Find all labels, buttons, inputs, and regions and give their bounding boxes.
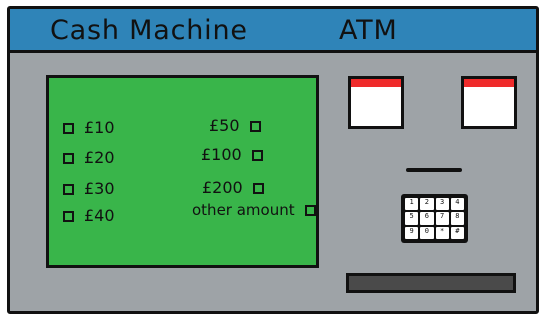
keypad-key[interactable]: 1: [405, 198, 418, 210]
option-label: £10: [84, 120, 115, 136]
keypad-key[interactable]: 7: [436, 212, 449, 224]
option-label: other amount: [192, 203, 295, 217]
option-label: £30: [84, 181, 115, 197]
keypad-icon: 1 2 3 4 5 6 7 8 9 0 * #: [401, 194, 468, 243]
option-checkbox[interactable]: [253, 183, 264, 194]
option-40[interactable]: £40: [63, 208, 115, 224]
keypad-key[interactable]: 8: [451, 212, 464, 224]
keypad-key[interactable]: 6: [420, 212, 433, 224]
option-50[interactable]: £50: [209, 118, 261, 134]
option-label: £200: [202, 180, 243, 196]
option-30[interactable]: £30: [63, 181, 115, 197]
keypad-key[interactable]: 2: [420, 198, 433, 210]
atm-title-left: Cash Machine: [50, 16, 248, 46]
keypad-key[interactable]: 0: [420, 227, 433, 239]
option-label: £40: [84, 208, 115, 224]
option-100[interactable]: £100: [201, 147, 263, 163]
atm-title-right: ATM: [339, 16, 398, 46]
option-200[interactable]: £200: [202, 180, 264, 196]
option-10[interactable]: £10: [63, 120, 115, 136]
option-other-amount[interactable]: other amount: [192, 203, 316, 217]
option-checkbox[interactable]: [250, 121, 261, 132]
option-checkbox[interactable]: [63, 153, 74, 164]
card-slot-icon: [348, 76, 404, 129]
keypad-key[interactable]: 4: [451, 198, 464, 210]
option-label: £100: [201, 147, 242, 163]
option-label: £50: [209, 118, 240, 134]
keypad-key[interactable]: 3: [436, 198, 449, 210]
keypad-key[interactable]: 5: [405, 212, 418, 224]
atm-body: Cash Machine ATM £10 £20 £30 £40 £50 £10…: [7, 6, 539, 314]
option-checkbox[interactable]: [63, 123, 74, 134]
receipt-slot-icon: [461, 76, 517, 129]
keypad-key[interactable]: 9: [405, 227, 418, 239]
option-checkbox[interactable]: [63, 184, 74, 195]
option-20[interactable]: £20: [63, 150, 115, 166]
keypad-key[interactable]: *: [436, 227, 449, 239]
atm-header: Cash Machine ATM: [10, 9, 536, 53]
option-label: £20: [84, 150, 115, 166]
keypad-key[interactable]: #: [451, 227, 464, 239]
option-checkbox[interactable]: [305, 205, 316, 216]
cash-dispenser-slot: [346, 273, 516, 293]
option-checkbox[interactable]: [252, 150, 263, 161]
option-checkbox[interactable]: [63, 211, 74, 222]
card-slot-line: [406, 168, 462, 172]
atm-screen: £10 £20 £30 £40 £50 £100 £200 other amou…: [46, 75, 319, 268]
